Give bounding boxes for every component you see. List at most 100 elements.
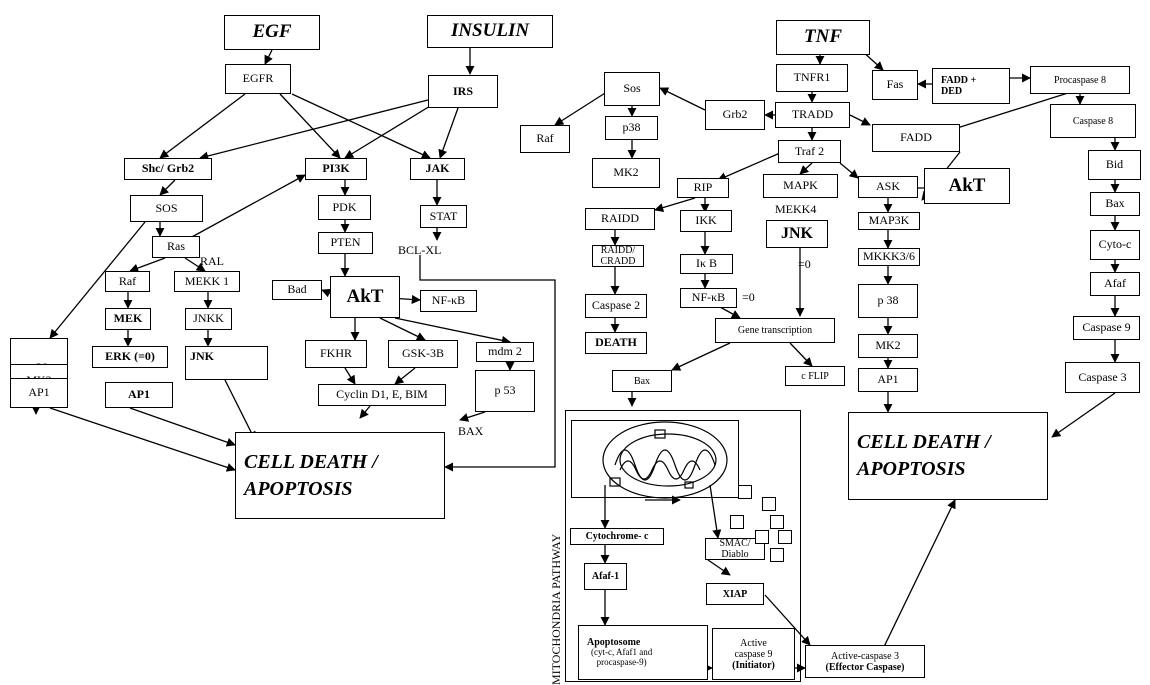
caspase9-node: Caspase 9	[1073, 316, 1140, 340]
mk2-mid-node: MK2	[592, 158, 660, 188]
bid-node: Bid	[1088, 150, 1141, 180]
nfkb-left-node: NF-κB	[420, 290, 477, 312]
raf-right-node: Raf	[520, 125, 570, 153]
jak-node: JAK	[410, 158, 465, 180]
akt-right-node: AkT	[924, 168, 1010, 204]
ikb-node: Iκ B	[680, 254, 733, 274]
fas-node: Fas	[872, 70, 918, 100]
fadd-node: FADD	[872, 124, 960, 152]
bax-right-node: Bax	[1090, 192, 1140, 216]
procaspase8-node: Procaspase 8	[1030, 66, 1130, 94]
bax-mid-node: Bax	[612, 370, 672, 392]
initiator-label: (Initiator)	[732, 659, 775, 671]
smac-square	[778, 530, 792, 544]
smac-square	[738, 485, 752, 499]
jnkk-node: JNKK	[185, 308, 232, 330]
smac-square	[730, 515, 744, 529]
smac-diablo-node: SMAC/ Diablo	[705, 538, 765, 560]
smac-square	[762, 497, 776, 511]
ras-node: Ras	[152, 236, 200, 258]
bad-node: Bad	[272, 280, 322, 300]
ap1-left-node: AP1	[10, 378, 68, 408]
active-caspase3-label: Active-caspase 3	[830, 650, 900, 662]
p53-node: p 53	[475, 370, 535, 412]
ask-node: ASK	[858, 176, 918, 198]
sos-right-node: Sos	[604, 72, 660, 106]
traf2-node: Traf 2	[778, 140, 841, 163]
death-node: DEATH	[585, 332, 647, 354]
bax-label-left: BAX	[458, 424, 484, 438]
pi3k-node: PI3K	[305, 158, 367, 180]
nfkb-right-node: NF-κB	[680, 288, 737, 308]
mitochondria-panel	[565, 410, 801, 682]
mdm2-node: mdm 2	[476, 342, 534, 362]
mekk4-label: MEKK4	[775, 202, 817, 216]
ap1-bold-node: AP1	[105, 382, 173, 408]
afaf1-node: Afaf-1	[584, 563, 627, 590]
map3k-node: MAP3K	[858, 212, 920, 230]
eq0-jnk-label: =0	[798, 257, 811, 271]
smac-square	[770, 548, 784, 562]
egfr-node: EGFR	[225, 64, 291, 94]
mitochondria-image	[571, 420, 739, 498]
grb2-node: Grb2	[705, 100, 765, 130]
raf-left-node: Raf	[105, 271, 150, 292]
pdk-node: PDK	[318, 195, 371, 220]
mek-node: MEK	[105, 308, 151, 330]
cell-death-left: CELL DEATH / APOPTOSIS	[235, 432, 445, 519]
ap1-right-node: AP1	[858, 368, 918, 392]
active-caspase3-node: Active-caspase 3 (Effector Caspase)	[805, 645, 925, 678]
eq0-nfkb-label: =0	[742, 290, 755, 304]
tnfr1-node: TNFR1	[776, 64, 848, 92]
raidd-node: RAIDD	[585, 208, 655, 230]
shc-grb2-node: Shc/ Grb2	[124, 158, 212, 180]
akt-left-node: AkT	[330, 276, 400, 318]
caspase2-node: Caspase 2	[585, 294, 647, 318]
smac-square	[770, 515, 784, 529]
fkhr-node: FKHR	[305, 340, 367, 368]
cflip-node: c FLIP	[785, 366, 845, 386]
effector-label: (Effector Caspase)	[825, 661, 905, 673]
bcl-xl-label: BCL-XL	[398, 243, 442, 257]
active-caspase9-node: Active caspase 9 (Initiator)	[712, 628, 795, 680]
apoptosome-subtitle: (cyt-c, Afaf1 and procaspase-9)	[591, 647, 653, 667]
rip-node: RIP	[677, 178, 729, 198]
raidd-cradd-node: RAIDD/ CRADD	[592, 245, 644, 267]
tradd-node: TRADD	[775, 102, 850, 128]
mk2-right-node: MK2	[858, 334, 918, 358]
mkkk36-node: MKKK3/6	[858, 248, 920, 266]
jnk-right-node: JNK	[766, 220, 828, 248]
fadd-ded-node: FADD + DED	[932, 68, 1010, 104]
cytochrome-c-node: Cytochrome- c	[570, 528, 664, 545]
ikk-node: IKK	[680, 210, 732, 232]
mapk-node: MAPK	[763, 174, 838, 198]
stat-node: STAT	[420, 205, 467, 228]
caspase8-node: Caspase 8	[1050, 104, 1136, 138]
apoptosome-title: Apoptosome	[587, 637, 641, 649]
pten-node: PTEN	[318, 232, 373, 254]
cell-death-right: CELL DEATH / APOPTOSIS	[848, 412, 1048, 500]
caspase3-node: Caspase 3	[1065, 362, 1140, 393]
p38-right-node: p 38	[858, 284, 918, 318]
smac-square	[755, 530, 769, 544]
apoptosome-node: Apoptosome (cyt-c, Afaf1 and procaspase-…	[578, 625, 708, 680]
sos-left-node: SOS	[130, 195, 203, 222]
irs-node: IRS	[428, 75, 498, 108]
afaf-right-node: Afaf	[1090, 272, 1140, 296]
mitochondria-pathway-label: MITOCHONDRIA PATHWAY	[549, 533, 563, 685]
xiap-node: XIAP	[706, 583, 764, 605]
jnk-left-node: JNK	[185, 346, 268, 380]
mekk1-node: MEKK 1	[174, 271, 240, 292]
p38-mid-node: p38	[605, 116, 658, 140]
gsk3b-node: GSK-3B	[388, 340, 458, 368]
gene-transcription-node: Gene transcription	[715, 318, 835, 343]
tnf-node: TNF	[776, 20, 870, 55]
egf-node: EGF	[224, 15, 320, 50]
erk-node: ERK (=0)	[92, 346, 168, 368]
cyclin-node: Cyclin D1, E, BIM	[318, 384, 446, 406]
insulin-node: INSULIN	[427, 15, 553, 48]
cytoc-right-node: Cyto-c	[1090, 230, 1140, 260]
ral-label: RAL	[200, 254, 224, 268]
active-caspase9-label: Active caspase 9	[734, 637, 773, 660]
